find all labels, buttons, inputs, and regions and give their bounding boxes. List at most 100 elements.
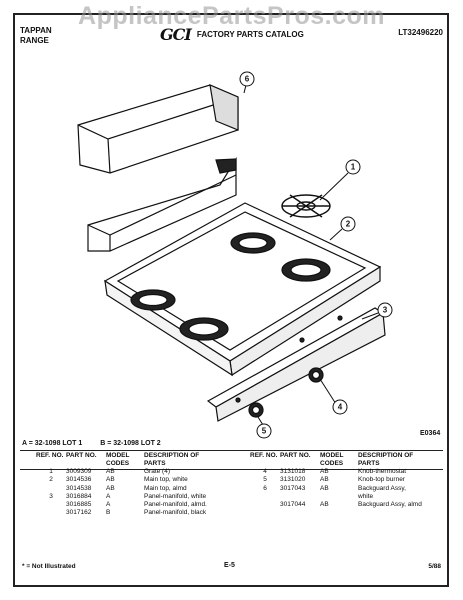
- table-row: 5 3131020 AB Knob-top burner: [250, 476, 422, 484]
- table-row: 4 3131018 AB Knob-thermostat: [250, 468, 422, 476]
- cell-model-code: AB: [320, 468, 329, 475]
- backguard-assembly: [77, 84, 239, 174]
- callout-label: 4: [338, 403, 343, 412]
- model-number: LT32496220: [398, 28, 443, 37]
- cell-part-number: 3016884: [66, 492, 92, 500]
- cell-description: Backguard Assy, almd: [358, 501, 422, 509]
- page-number: E-5: [224, 562, 235, 569]
- cell-part-number: 3017162: [66, 509, 92, 517]
- table-row: 2 3014536 AB Main top, white: [36, 476, 222, 484]
- cell-model-code: AB: [106, 484, 115, 492]
- cell-ref: 5: [263, 476, 267, 484]
- grate: [281, 194, 331, 218]
- table-row: 3017162 B Panel-manifold, black: [36, 509, 222, 517]
- main-top: [103, 202, 382, 377]
- table-row: 3016885 A Panel-manifold, almd.: [36, 501, 222, 509]
- lot-b: B = 32-1098 LOT 2: [100, 440, 161, 447]
- brand-header: TAPPAN RANGE: [20, 26, 52, 46]
- lot-legend: A = 32-1098 LOT 1 B = 32-1098 LOT 2: [22, 440, 177, 447]
- figure-code: E0364: [420, 430, 441, 437]
- callout-5: [256, 423, 272, 439]
- callout-label: 5: [262, 427, 267, 436]
- cell-ref: [36, 485, 66, 493]
- cell-ref: [250, 501, 280, 509]
- cell-model-code: AB: [106, 476, 115, 484]
- callout-3: [377, 302, 393, 318]
- cell-model-code: A: [106, 492, 111, 500]
- col-part: PART NO.: [66, 452, 97, 459]
- page-frame: [13, 13, 449, 587]
- callout-1: [345, 159, 361, 175]
- col-part: PART NO.: [280, 452, 311, 459]
- parts-table-left: REF. NO. PART NO. MODEL CODES DESCRIPTIO…: [36, 452, 222, 518]
- callout-label: 3: [383, 306, 388, 315]
- cell-model-code: AB: [320, 501, 329, 509]
- cell-description: Panel-manifold, almd.: [144, 501, 207, 509]
- table-header-rule: [20, 469, 443, 470]
- cell-description: Panel-manifold, white: [144, 492, 207, 500]
- catalog-header: GCI FACTORY PARTS CATALOG: [160, 24, 304, 44]
- table-row: 3014538 AB Main top, almd: [36, 485, 222, 493]
- col-code: MODEL CODES: [106, 452, 130, 467]
- not-illustrated-note: * = Not Illustrated: [22, 563, 76, 570]
- cell-model-code: A: [106, 501, 111, 509]
- col-desc: DESCRIPTION OF PARTS: [358, 452, 414, 467]
- cell-part-number: 3131018: [280, 468, 306, 475]
- table-row: 6 3017043 AB Backguard Assy, white: [250, 485, 422, 502]
- cell-description: Backguard Assy, white: [358, 484, 406, 500]
- cell-part-number: 3131020: [280, 476, 306, 484]
- table-top-rule: [20, 450, 443, 451]
- callout-2: [340, 216, 356, 232]
- table-row: 1 3009309 AB Grate (4): [36, 468, 222, 476]
- knobs: [248, 367, 324, 418]
- exploded-parts-diagram: 6 1 2 3 4 5: [77, 71, 393, 439]
- cell-model-code: AB: [320, 484, 329, 492]
- cell-description: Knob-thermostat: [358, 468, 407, 475]
- cell-ref: [36, 501, 66, 509]
- cell-model-code: AB: [320, 476, 329, 484]
- cell-part-number: 3016885: [66, 501, 92, 509]
- table-header: REF. NO. PART NO. MODEL CODES DESCRIPTIO…: [250, 452, 422, 468]
- callout-4: [332, 399, 348, 415]
- cell-description: Knob-top burner: [358, 476, 405, 484]
- col-code: MODEL CODES: [320, 452, 344, 467]
- callout-label: 1: [351, 163, 356, 172]
- revision-date: 5/88: [428, 563, 441, 570]
- cell-ref: 3: [49, 492, 53, 500]
- cell-ref: 4: [263, 468, 267, 475]
- brand-logo: GCI: [160, 24, 192, 44]
- col-ref: REF. NO.: [36, 452, 64, 459]
- manifold-panel: [206, 307, 386, 422]
- cell-ref: [36, 509, 66, 517]
- col-ref: REF. NO.: [250, 452, 278, 459]
- cell-part-number: 3014536: [66, 476, 92, 484]
- cell-part-number: 3009309: [66, 468, 92, 475]
- cell-ref: 2: [49, 476, 53, 484]
- lot-a: A = 32-1098 LOT 1: [22, 440, 83, 447]
- table-row: 3017044 AB Backguard Assy, almd: [250, 501, 422, 509]
- brand-name: TAPPAN: [20, 26, 52, 35]
- backguard-panel: [87, 156, 237, 252]
- cell-description: Main top, almd: [144, 484, 187, 492]
- cell-part-number: 3017044: [280, 501, 306, 509]
- catalog-title: FACTORY PARTS CATALOG: [196, 29, 304, 39]
- cell-description: Grate (4): [144, 468, 171, 475]
- cell-ref: 6: [263, 484, 267, 492]
- product-type: RANGE: [20, 36, 49, 45]
- cell-part-number: 3017043: [280, 484, 306, 492]
- burner-openings: [130, 232, 331, 341]
- cell-description: Main top, white: [144, 476, 188, 484]
- callout-6: [239, 71, 255, 87]
- cell-model-code: AB: [106, 468, 115, 475]
- callout-label: 6: [245, 75, 250, 84]
- table-row: 3 3016884 A Panel-manifold, white: [36, 493, 222, 501]
- cell-model-code: B: [106, 509, 111, 517]
- cell-ref: 1: [49, 468, 53, 475]
- cell-part-number: 3014538: [66, 484, 92, 492]
- parts-table-right: REF. NO. PART NO. MODEL CODES DESCRIPTIO…: [250, 452, 422, 509]
- col-desc: DESCRIPTION OF PARTS: [144, 452, 200, 467]
- watermark: AppliancePartsPros.com: [78, 2, 385, 30]
- callout-label: 2: [346, 220, 351, 229]
- table-header: REF. NO. PART NO. MODEL CODES DESCRIPTIO…: [36, 452, 222, 468]
- cell-description: Panel-manifold, black: [144, 509, 207, 517]
